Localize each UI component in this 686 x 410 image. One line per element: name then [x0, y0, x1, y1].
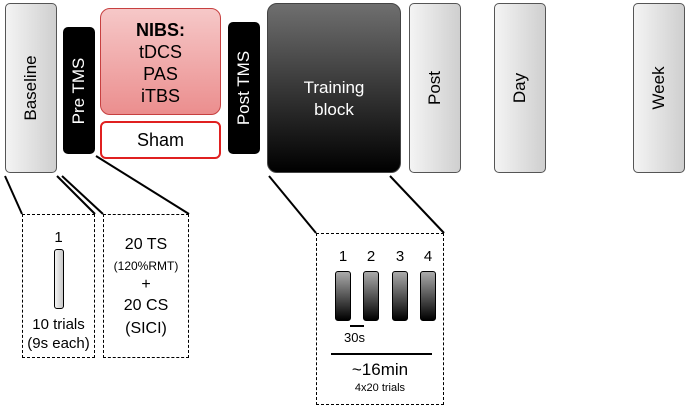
nibs-item-tdcs: tDCS [138, 42, 182, 62]
pre-tms-connector-left [61, 175, 104, 215]
training-trial-bar-1 [335, 271, 351, 321]
tms-plus-sign: + [141, 276, 151, 293]
duration-line [331, 353, 432, 355]
training-trial-number-1: 1 [338, 248, 348, 265]
training-trial-bar-2 [363, 271, 379, 321]
week-block: Week [633, 3, 685, 173]
sham-label: Sham [136, 130, 185, 150]
training-trial-number-4: 4 [423, 248, 433, 265]
time-scale-label: 30s [344, 330, 365, 345]
sham-box: Sham [100, 121, 221, 159]
baseline-connector-right [56, 175, 96, 215]
nibs-item-itbs: iTBS [140, 86, 180, 106]
training-trial-bar-4 [420, 271, 436, 321]
training-trial-number-2: 2 [366, 248, 376, 265]
pre-tms-block: Pre TMS [63, 27, 95, 154]
post-block: Post [409, 3, 461, 173]
tms-ts-count: 20 TS [124, 236, 168, 253]
baseline-connector-left [4, 175, 23, 215]
training-trial-bar-3 [392, 271, 408, 321]
nibs-box: NIBS: tDCS PAS iTBS [100, 8, 221, 115]
pre-tms-connector-right [95, 155, 190, 215]
baseline-trials-count: 10 trials [32, 316, 85, 333]
training-connector-left [268, 175, 317, 234]
baseline-detail-box: 1 10 trials (9s each) [22, 214, 95, 358]
training-trial-number-3: 3 [395, 248, 405, 265]
baseline-trial-bar [54, 249, 64, 309]
baseline-block: Baseline [5, 3, 57, 173]
tms-rmt-intensity: (120%RMT) [113, 259, 179, 273]
tms-sici-label: (SICI) [125, 320, 167, 337]
nibs-title: NIBS: [136, 20, 185, 40]
training-connector-right [389, 175, 445, 234]
baseline-trial-number: 1 [54, 229, 63, 246]
training-duration: ~16min [351, 360, 409, 379]
tms-detail-box: 20 TS (120%RMT) + 20 CS (SICI) [103, 214, 189, 358]
training-label-line2: block [314, 100, 354, 119]
time-scale-bar [350, 325, 364, 327]
day-block: Day [494, 3, 546, 173]
training-trial-total: 4x20 trials [354, 382, 406, 394]
nibs-item-pas: PAS [143, 64, 178, 84]
training-label-line1: Training [303, 78, 365, 97]
post-tms-block: Post TMS [228, 22, 260, 154]
baseline-trial-duration: (9s each) [27, 335, 90, 352]
training-block: Training block [267, 3, 401, 173]
training-detail-box: 1 2 3 4 30s ~16min 4x20 trials [316, 233, 444, 405]
tms-cs-count: 20 CS [123, 297, 169, 314]
